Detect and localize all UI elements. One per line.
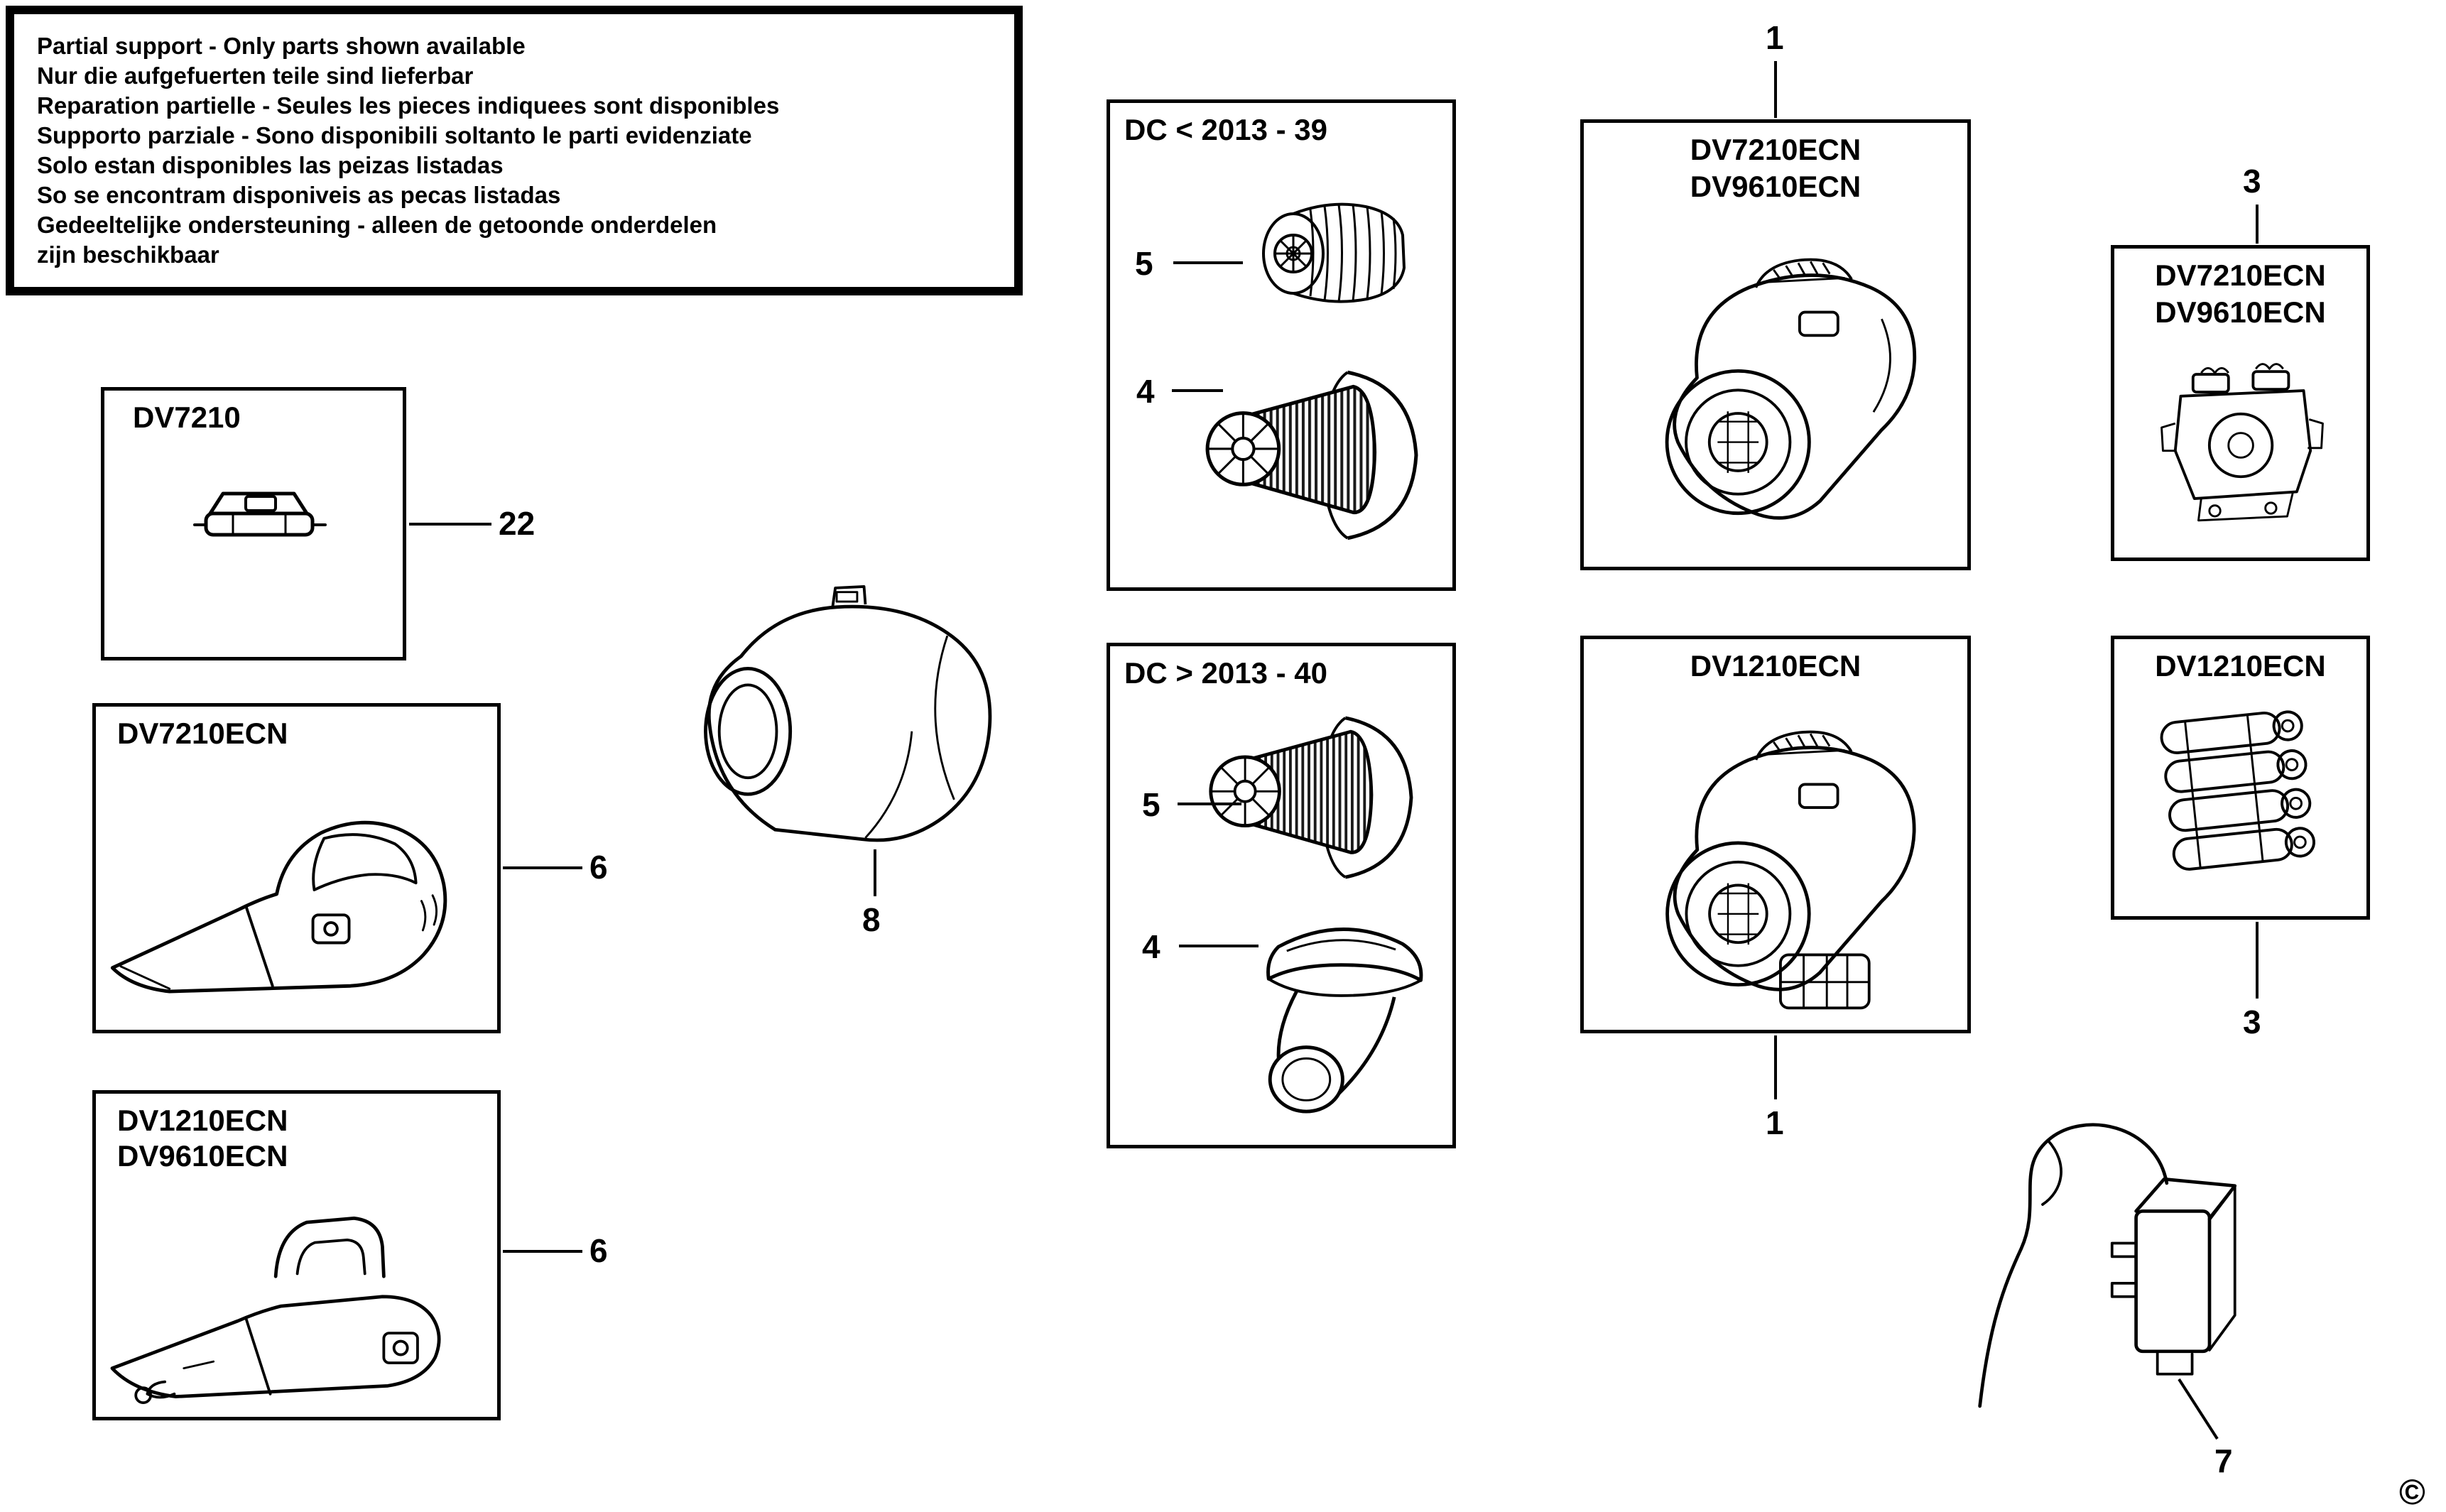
vacuum-body-shell-drawing xyxy=(704,585,992,842)
copyright-mark: © xyxy=(2399,1472,2425,1512)
part-number-7: 7 xyxy=(2214,1442,2233,1479)
notice-line: Gedeeltelijke ondersteuning - alleen de … xyxy=(37,212,717,238)
panel-dc-after-2013: DC > 2013 - 40 xyxy=(1107,643,1456,1148)
hand-vacuum-rear-battery-drawing xyxy=(1665,730,1916,1010)
panel-title: DV7210ECN xyxy=(1690,133,1861,166)
notice-line: zijn beschikbaar xyxy=(37,241,219,268)
panel-battery: DV1210ECN xyxy=(2111,636,2370,920)
panel-title: DV7210ECN xyxy=(2155,259,2326,292)
panel-dv7210ecn-dv9610ecn-unit: DV7210ECN DV9610ECN xyxy=(1580,119,1971,570)
panel-title: DV9610ECN xyxy=(1690,170,1861,203)
pleated-filter-drawing xyxy=(1205,370,1418,540)
panel-title: DV1210ECN xyxy=(2155,649,2326,682)
hand-vacuum-side-drawing xyxy=(110,820,447,994)
panel-title: DC > 2013 - 40 xyxy=(1124,656,1328,690)
panel-motor: DV7210ECN DV9610ECN xyxy=(2111,245,2370,561)
panel-title: DV1210ECN xyxy=(1690,649,1861,682)
part-number-4: 4 xyxy=(1142,928,1161,965)
pleated-filter-drawing xyxy=(1209,716,1413,879)
panel-title: DV7210 xyxy=(133,401,241,434)
battery-pack-drawing xyxy=(2160,710,2315,871)
panel-dc-before-2013: DC < 2013 - 39 xyxy=(1107,99,1456,591)
filter-retainer-clip-drawing xyxy=(193,491,327,537)
part-number-3: 3 xyxy=(2243,1004,2261,1040)
hand-vacuum-pistol-drawing xyxy=(110,1217,441,1405)
part-number-4: 4 xyxy=(1136,373,1155,410)
cone-filter-cup-drawing xyxy=(1266,928,1423,1114)
notice-line: Partial support - Only parts shown avail… xyxy=(37,33,526,59)
panel-dv1210ecn-unit: DV1210ECN xyxy=(1580,636,1971,1033)
panel-title: DV1210ECN xyxy=(117,1104,288,1137)
panel-dv1210ecn-dv9610ecn-vac: DV1210ECN DV9610ECN xyxy=(92,1090,501,1420)
panel-title: DV7210ECN xyxy=(117,717,288,750)
part-number-3: 3 xyxy=(2243,163,2261,200)
hand-vacuum-rear-drawing xyxy=(1665,258,1917,520)
part-number-22: 22 xyxy=(499,505,536,542)
notice-line: Nur die aufgefuerten teile sind lieferba… xyxy=(37,62,474,89)
notice-line: So se encontram disponiveis as pecas lis… xyxy=(37,182,561,208)
part-number-1: 1 xyxy=(1766,1104,1784,1141)
part-number-5: 5 xyxy=(1135,245,1153,282)
part-number-6: 6 xyxy=(589,849,608,886)
panel-dv7210: DV7210 xyxy=(101,387,406,660)
notice-line: Solo estan disponibles las peizas listad… xyxy=(37,152,504,178)
panel-title: DV9610ECN xyxy=(117,1139,288,1173)
filter-cap-drawing xyxy=(1262,202,1406,303)
part-number-8: 8 xyxy=(862,901,881,938)
part-number-5: 5 xyxy=(1142,786,1161,823)
panel-title: DV9610ECN xyxy=(2155,295,2326,329)
panel-title: DC < 2013 - 39 xyxy=(1124,113,1328,146)
notice-line: Supporto parziale - Sono disponibili sol… xyxy=(37,122,752,148)
part-number-1: 1 xyxy=(1766,19,1784,56)
part-number-6: 6 xyxy=(589,1232,608,1269)
panel-dv7210ecn-vac: DV7210ECN xyxy=(92,703,501,1033)
partial-support-notice: Partial support - Only parts shown avail… xyxy=(6,6,1023,295)
notice-line: Reparation partielle - Seules les pieces… xyxy=(37,92,780,119)
motor-assembly-drawing xyxy=(2160,363,2324,522)
charger-drawing xyxy=(1978,1123,2237,1408)
